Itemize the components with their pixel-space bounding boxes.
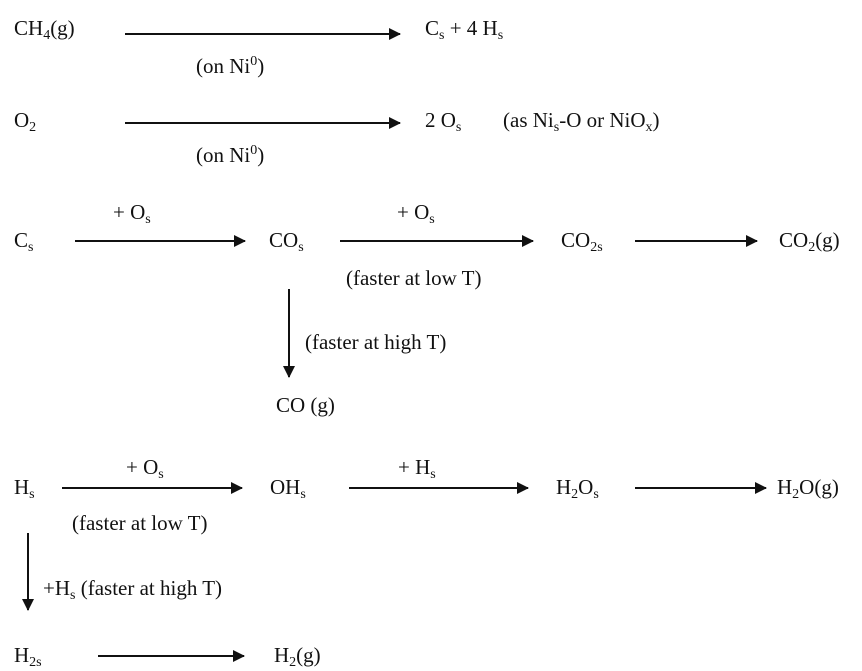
label-plus-hs-faster-high-t: +Hs (faster at high T) [43,576,223,603]
label-faster-high-t-carbon: (faster at high T) [305,330,447,354]
h2os-species: H2Os [556,475,599,502]
cos-species: COs [269,228,304,255]
condition-on-ni-1: (on Ni0) [196,54,265,78]
label-plus-hs: + Hs [398,455,436,482]
label-faster-low-t-hydrogen: (faster at low T) [72,511,208,535]
cs-plus-4hs: Cs + 4 Hs [425,16,504,43]
label-faster-low-t-carbon: (faster at low T) [346,266,482,290]
co2s-species: CO2s [561,228,603,255]
h2-gas: H2(g) [274,643,321,670]
label-plus-os-2: + Os [397,200,435,227]
condition-on-ni-2: (on Ni0) [196,143,265,167]
cs-species: Cs [14,228,34,255]
two-os: 2 Os [425,108,462,135]
co2-gas: CO2(g) [779,228,840,255]
hs-species: Hs [14,475,35,502]
label-plus-os-1: + Os [113,200,151,227]
h2s-species: H2s [14,643,42,670]
ohs-species: OHs [270,475,306,502]
h2o-gas: H2O(g) [777,475,839,502]
co-gas: CO (g) [276,393,335,417]
as-nio-note: (as Nis-O or NiOx) [503,108,660,135]
o2-molecule: O2 [14,108,37,135]
ch4-gas: CH4(g) [14,16,75,43]
label-plus-os-h: + Os [126,455,164,482]
